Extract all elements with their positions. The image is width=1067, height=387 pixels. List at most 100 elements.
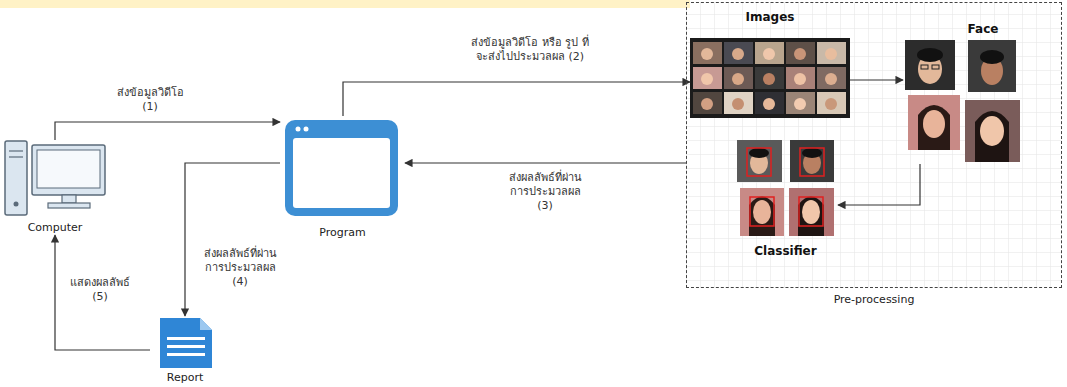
tile-face xyxy=(825,98,837,110)
edge-label: ส่งผลลัพธ์ที่ผ่าน การประมวลผล (4) xyxy=(198,247,282,289)
tile-face xyxy=(794,73,806,85)
power-button xyxy=(14,202,19,207)
video-tile xyxy=(755,92,784,114)
icon-node: Program xyxy=(280,116,405,240)
edge-label: แสดงผลลัพธ์ (5) xyxy=(60,276,140,304)
tile-face xyxy=(732,48,744,60)
tile-face xyxy=(825,48,837,60)
monitor xyxy=(32,145,105,195)
hair xyxy=(749,148,769,158)
video-tile xyxy=(817,42,846,64)
node-label: Face xyxy=(968,22,999,36)
icon-node: Report xyxy=(150,316,220,385)
connector-arrow xyxy=(343,82,690,116)
face xyxy=(923,110,945,138)
tile-face xyxy=(701,48,713,60)
hair xyxy=(749,197,775,237)
window-dot xyxy=(304,127,309,132)
edge-label: ส่งข้อมูลวิดีโอ (1) xyxy=(113,86,187,114)
tower-slot xyxy=(9,156,23,157)
face-tile xyxy=(908,95,960,150)
node-label: Computer xyxy=(28,221,83,235)
node-label: Images xyxy=(746,10,795,24)
tile-face xyxy=(701,73,713,85)
hair xyxy=(980,50,1004,64)
face-tile xyxy=(968,40,1016,92)
tile-face xyxy=(763,73,775,85)
face-tile xyxy=(740,188,784,236)
node-label: Classifier xyxy=(754,244,816,258)
header-band xyxy=(0,0,690,8)
picture-frame xyxy=(690,38,850,118)
window-dot xyxy=(296,127,301,132)
detection-box xyxy=(800,148,824,176)
classifier-picture xyxy=(737,140,834,236)
edge-label: ส่งข้อมูลวิดีโอ หรือ รูป ที่จะส่งไปประมว… xyxy=(468,36,592,64)
monitor-base xyxy=(48,203,90,208)
tile-face xyxy=(732,73,744,85)
icon-node: Images xyxy=(690,10,850,120)
hair xyxy=(918,105,950,150)
video-tile xyxy=(786,42,815,64)
hair xyxy=(798,197,824,237)
face-tile xyxy=(737,140,782,182)
icon-node: Classifier xyxy=(733,136,838,258)
face xyxy=(753,200,771,224)
tile-face xyxy=(701,98,713,110)
node-label: Report xyxy=(167,371,203,385)
tower xyxy=(5,141,27,215)
computer-icon xyxy=(5,141,105,215)
face-tile xyxy=(905,40,955,90)
hair xyxy=(802,148,822,158)
face-crops-picture xyxy=(905,40,1020,162)
glasses xyxy=(921,65,928,69)
video-tile xyxy=(724,42,753,64)
tile-face xyxy=(763,48,775,60)
video-tile xyxy=(693,92,722,114)
video-tile xyxy=(817,92,846,114)
monitor-stand xyxy=(62,195,76,203)
tile-face xyxy=(763,98,775,110)
edge-label: ส่งผลลัพธ์ที่ผ่าน การประมวลผล (3) xyxy=(503,171,587,213)
face-tile xyxy=(965,100,1020,162)
program-icon xyxy=(285,120,398,216)
region-box: Pre-processingImagesFaceClassifier xyxy=(686,2,1062,288)
face-tile xyxy=(789,188,834,236)
hair xyxy=(975,111,1009,162)
tile-face xyxy=(732,98,744,110)
node-label: Program xyxy=(319,226,365,240)
connector-arrow xyxy=(850,79,903,80)
connector-arrow xyxy=(405,162,686,163)
video-tile xyxy=(693,42,722,64)
connector-arrow xyxy=(185,163,280,316)
detection-box xyxy=(799,197,823,226)
screen xyxy=(37,150,100,188)
connector-arrow xyxy=(55,235,150,350)
video-tile xyxy=(786,92,815,114)
document-line xyxy=(167,345,205,348)
detection-box xyxy=(747,148,771,176)
video-tile xyxy=(755,67,784,89)
face xyxy=(980,116,1004,146)
connector-arrow xyxy=(55,122,280,140)
document xyxy=(160,318,212,368)
video-tile xyxy=(693,67,722,89)
window-pane xyxy=(293,138,390,208)
detection-box xyxy=(750,197,774,226)
document-line xyxy=(167,353,205,356)
document-line xyxy=(167,337,205,340)
tile-face xyxy=(825,73,837,85)
video-tile xyxy=(817,67,846,89)
video-tile xyxy=(724,92,753,114)
video-grid-picture xyxy=(690,38,850,118)
video-tile xyxy=(755,42,784,64)
video-tile xyxy=(786,67,815,89)
tile-face xyxy=(794,48,806,60)
tower-slot xyxy=(9,150,23,151)
tile-face xyxy=(794,98,806,110)
face xyxy=(802,200,820,224)
window-frame xyxy=(285,120,398,216)
hair xyxy=(917,48,943,62)
node-label: Pre-processing xyxy=(834,293,915,307)
